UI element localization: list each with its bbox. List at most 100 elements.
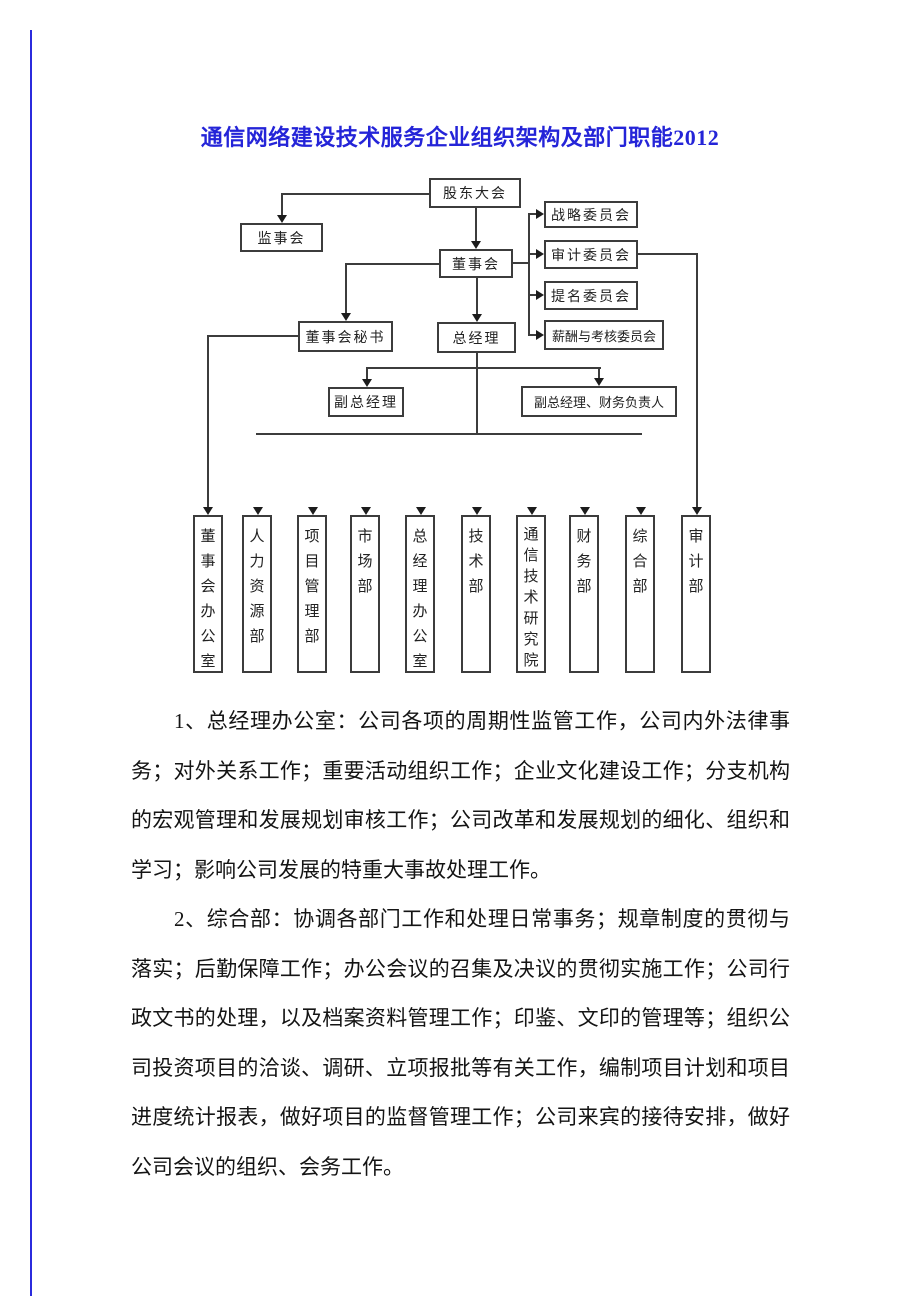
node-label: 副总经理 bbox=[334, 396, 398, 411]
dept-label-char: 项 bbox=[304, 529, 320, 545]
connector-line bbox=[281, 193, 283, 216]
dept-box: 市场部 bbox=[350, 515, 380, 673]
connector-line bbox=[345, 263, 441, 265]
dept-label-char: 理 bbox=[412, 579, 428, 595]
body-text: 1、总经理办公室：公司各项的周期性监管工作，公司内外法律事务；对外关系工作；重要… bbox=[131, 697, 790, 1192]
connector-line bbox=[282, 193, 430, 195]
dept-box: 项目管理部 bbox=[297, 515, 327, 673]
dept-box: 综合部 bbox=[625, 515, 655, 673]
arrowhead-down-icon bbox=[360, 507, 371, 515]
dept-box: 总经理办公室 bbox=[405, 515, 435, 673]
connector-line bbox=[207, 335, 300, 337]
org-node-board-secretary: 董事会秘书 bbox=[298, 321, 393, 352]
dept-box: 财务部 bbox=[569, 515, 599, 673]
org-node-supervisory-board: 监事会 bbox=[240, 223, 323, 252]
org-node-audit-committee: 审计委员会 bbox=[544, 240, 638, 269]
arrowhead-down-icon bbox=[203, 507, 213, 515]
connector-line bbox=[366, 367, 368, 380]
dept-label-char: 人 bbox=[249, 529, 265, 545]
arrowhead-down-icon bbox=[277, 215, 287, 223]
dept-label-char: 办 bbox=[412, 604, 428, 620]
arrowhead-down-icon bbox=[415, 507, 426, 515]
org-node-nomination-committee: 提名委员会 bbox=[544, 281, 638, 310]
dept-label-char: 会 bbox=[200, 579, 216, 595]
org-node-shareholders: 股东大会 bbox=[429, 178, 521, 208]
arrowhead-down-icon bbox=[471, 241, 481, 249]
node-label: 提名委员会 bbox=[551, 289, 631, 305]
dept-label-char: 公 bbox=[412, 629, 428, 645]
connector-line bbox=[475, 208, 477, 242]
arrowhead-down-icon bbox=[635, 507, 646, 515]
dept-label-char: 部 bbox=[468, 579, 484, 595]
connector-line bbox=[530, 213, 538, 215]
text-boundary-line bbox=[30, 30, 32, 1296]
arrowhead-down-icon bbox=[307, 507, 318, 515]
arrowhead-right-icon bbox=[536, 249, 544, 259]
dept-label-char: 计 bbox=[688, 554, 704, 570]
dept-box: 通信技术研究院 bbox=[516, 515, 546, 673]
dept-label-char: 综 bbox=[632, 529, 648, 545]
node-label: 股东大会 bbox=[443, 187, 507, 202]
connector-line bbox=[256, 433, 642, 435]
dept-label-char: 目 bbox=[304, 554, 320, 570]
dept-label-char: 术 bbox=[523, 590, 539, 606]
dept-label-char: 合 bbox=[632, 554, 648, 570]
dept-label-char: 资 bbox=[249, 579, 265, 595]
connector-line bbox=[476, 353, 478, 435]
dept-box: 审计部 bbox=[681, 515, 711, 673]
dept-label-char: 力 bbox=[249, 554, 265, 570]
page-title: 通信网络建设技术服务企业组织架构及部门职能2012 bbox=[200, 125, 720, 150]
dept-label-char: 部 bbox=[632, 579, 648, 595]
dept-label-char: 管 bbox=[304, 579, 320, 595]
dept-box: 董事会办公室 bbox=[193, 515, 223, 673]
node-label: 战略委员会 bbox=[551, 208, 631, 224]
connector-line bbox=[530, 294, 538, 296]
node-label: 副总经理、财务负责人 bbox=[533, 395, 664, 410]
dept-label-char: 室 bbox=[412, 654, 428, 670]
arrowhead-down-icon bbox=[594, 378, 604, 386]
connector-line bbox=[345, 263, 347, 314]
org-node-deputy-gm: 副总经理 bbox=[328, 387, 404, 417]
connector-line bbox=[513, 262, 530, 264]
connector-line bbox=[530, 253, 538, 255]
dept-label-char: 通 bbox=[523, 527, 539, 543]
dept-label-char: 公 bbox=[200, 629, 216, 645]
arrowhead-down-icon bbox=[692, 507, 702, 515]
node-label: 监事会 bbox=[257, 231, 306, 247]
node-label: 薪酬与考核委员会 bbox=[551, 328, 656, 344]
dept-label-char: 研 bbox=[523, 611, 539, 627]
arrowhead-down-icon bbox=[526, 507, 537, 515]
arrowhead-down-icon bbox=[362, 379, 372, 387]
connector-line bbox=[207, 335, 209, 508]
arrowhead-right-icon bbox=[536, 209, 544, 219]
arrowhead-down-icon bbox=[579, 507, 590, 515]
dept-label-char: 审 bbox=[688, 529, 704, 545]
dept-label-char: 经 bbox=[412, 554, 428, 570]
org-node-general-manager: 总经理 bbox=[437, 322, 516, 353]
org-node-board: 董事会 bbox=[439, 249, 513, 278]
node-label: 董事会 bbox=[452, 257, 500, 273]
connector-line bbox=[638, 253, 698, 255]
dept-label-char: 室 bbox=[200, 654, 216, 670]
dept-label-char: 术 bbox=[468, 554, 484, 570]
dept-label-char: 场 bbox=[357, 554, 373, 570]
node-label: 董事会秘书 bbox=[305, 330, 386, 346]
connector-line bbox=[530, 334, 538, 336]
dept-label-char: 究 bbox=[523, 632, 539, 648]
dept-label-char: 信 bbox=[523, 548, 539, 564]
dept-box: 人力资源部 bbox=[242, 515, 272, 673]
connector-line bbox=[696, 253, 698, 508]
arrowhead-right-icon bbox=[536, 330, 544, 340]
node-label: 审计委员会 bbox=[551, 248, 631, 264]
node-label: 总经理 bbox=[452, 331, 501, 347]
dept-label-char: 部 bbox=[576, 579, 592, 595]
org-node-strategy-committee: 战略委员会 bbox=[544, 201, 638, 228]
paragraph-general-dept: 2、综合部：协调各部门工作和处理日常事务；规章制度的贯彻与落实；后勤保障工作；办… bbox=[131, 907, 790, 1179]
dept-label-char: 源 bbox=[249, 604, 265, 620]
dept-label-char: 部 bbox=[249, 629, 265, 645]
org-node-deputy-gm-cfo: 副总经理、财务负责人 bbox=[521, 386, 677, 417]
dept-label-char: 务 bbox=[576, 554, 592, 570]
dept-label-char: 技 bbox=[468, 529, 484, 545]
connector-line bbox=[366, 367, 601, 369]
